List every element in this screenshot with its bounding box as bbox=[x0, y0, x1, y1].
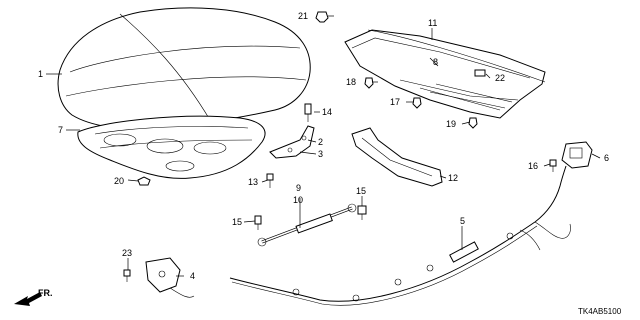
leader-lines bbox=[46, 15, 601, 277]
callout-11: 11 bbox=[428, 18, 437, 28]
hood-hinge-part bbox=[269, 125, 315, 159]
clip-22-part bbox=[474, 69, 486, 77]
callout-1: 1 bbox=[38, 69, 43, 79]
callout-12: 12 bbox=[448, 173, 458, 183]
callout-14: 14 bbox=[322, 107, 332, 117]
callout-16: 16 bbox=[528, 161, 538, 171]
callout-2: 2 bbox=[318, 137, 323, 147]
callout-4: 4 bbox=[190, 271, 195, 281]
callout-13: 13 bbox=[248, 177, 258, 187]
bolt-13-part bbox=[266, 173, 274, 188]
hood-part bbox=[57, 7, 311, 130]
callout-23: 23 bbox=[122, 248, 132, 258]
bolt-15a-part bbox=[254, 215, 262, 230]
callout-labels: 1 7 20 2 3 13 14 9 10 15 15 11 8 21 22 1… bbox=[38, 11, 609, 281]
callout-10: 10 bbox=[293, 195, 303, 205]
callout-18: 18 bbox=[346, 77, 356, 87]
callout-15b: 15 bbox=[356, 186, 366, 196]
front-arrow-icon bbox=[14, 292, 42, 306]
callout-20: 20 bbox=[114, 176, 124, 186]
release-lever-part bbox=[145, 257, 195, 298]
callout-17: 17 bbox=[390, 97, 400, 107]
cowl-bracket-part bbox=[351, 127, 443, 187]
callout-15a: 15 bbox=[232, 217, 242, 227]
callout-9: 9 bbox=[296, 183, 301, 193]
clip-19-part bbox=[468, 117, 478, 129]
hood-insulator-part bbox=[77, 115, 266, 179]
callout-22: 22 bbox=[495, 73, 505, 83]
callout-5: 5 bbox=[460, 216, 465, 226]
front-direction-indicator: FR. bbox=[14, 288, 53, 306]
clip-17-part bbox=[412, 97, 422, 109]
diagram-code: TK4AB5100 bbox=[578, 307, 622, 316]
callout-8: 8 bbox=[433, 57, 438, 67]
hood-lock-part bbox=[561, 141, 593, 169]
clip-18-part bbox=[364, 77, 374, 89]
clip-21-part bbox=[315, 11, 329, 23]
callout-6: 6 bbox=[604, 153, 609, 163]
hood-strut-part bbox=[257, 203, 357, 247]
bolt-16-part bbox=[549, 159, 557, 172]
callout-19: 19 bbox=[446, 119, 456, 129]
bolt-14-part bbox=[304, 103, 312, 122]
callout-7: 7 bbox=[58, 125, 63, 135]
front-label: FR. bbox=[38, 288, 53, 298]
callout-3: 3 bbox=[318, 149, 323, 159]
callout-21: 21 bbox=[298, 11, 308, 21]
bolt-15b-part bbox=[357, 205, 367, 220]
bolt-23-part bbox=[123, 269, 131, 282]
cowl-top-part bbox=[344, 29, 546, 119]
clip-20-part bbox=[137, 176, 151, 186]
